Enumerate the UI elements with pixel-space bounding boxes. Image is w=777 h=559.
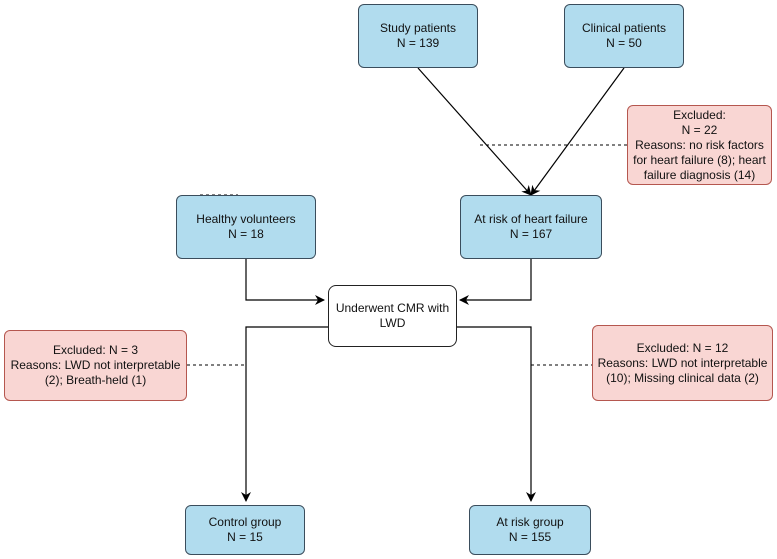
healthy-volunteers-box: Healthy volunteers N = 18 <box>176 195 316 259</box>
clinical-patients-box: Clinical patients N = 50 <box>564 4 684 68</box>
arrow-at-risk-to-cmr <box>459 259 532 305</box>
control-group-count: N = 15 <box>227 530 263 544</box>
control-group-box: Control group N = 15 <box>185 505 305 555</box>
excluded-right-box: Excluded: N = 12 Reasons: LWD not interp… <box>592 325 773 401</box>
arrow-cmr-to-at-risk-group <box>457 326 536 502</box>
excluded-top-box: Excluded: N = 22 Reasons: no risk factor… <box>627 105 772 185</box>
clinical-patients-label: Clinical patients <box>581 21 667 35</box>
excluded-top-line-5: failure diagnosis (14) <box>643 167 756 182</box>
cmr-box: Underwent CMR with LWD <box>328 285 457 347</box>
excluded-right-line-2: Reasons: LWD not interpretable <box>597 355 768 370</box>
arrow-clinical-to-at-risk <box>530 67 625 196</box>
at-risk-hf-label: At risk of heart failure <box>474 212 588 226</box>
excluded-left-box: Excluded: N = 3 Reasons: LWD not interpr… <box>4 330 187 401</box>
excluded-top-line-3: Reasons: no risk factors <box>635 137 764 152</box>
excluded-left-line-1: Excluded: N = 3 <box>52 343 139 357</box>
healthy-volunteers-count: N = 18 <box>228 227 264 241</box>
excluded-top-line-2: N = 22 <box>681 122 718 137</box>
at-risk-hf-box: At risk of heart failure N = 167 <box>460 195 602 259</box>
study-patients-count: N = 139 <box>396 36 440 50</box>
healthy-volunteers-label: Healthy volunteers <box>196 212 296 226</box>
at-risk-hf-count: N = 167 <box>509 227 553 241</box>
cmr-label-line-2: LWD <box>379 316 406 330</box>
arrow-study-to-at-risk <box>417 67 532 196</box>
clinical-patients-count: N = 50 <box>606 36 642 50</box>
excluded-top-line-1: Excluded: <box>673 107 726 122</box>
excluded-left-line-3: (2); Breath-held (1) <box>44 373 147 387</box>
cmr-label-line-1: Underwent CMR with <box>335 301 450 315</box>
arrow-cmr-to-control <box>241 326 328 502</box>
control-group-label: Control group <box>208 515 282 529</box>
study-patients-label: Study patients <box>379 21 457 35</box>
excluded-right-line-3: (10); Missing clinical data (2) <box>606 370 759 385</box>
at-risk-group-box: At risk group N = 155 <box>469 505 591 555</box>
at-risk-group-label: At risk group <box>496 515 564 529</box>
excluded-top-line-4: for heart failure (8); heart <box>633 152 766 167</box>
study-patients-box: Study patients N = 139 <box>358 4 478 68</box>
arrow-healthy-to-cmr <box>245 259 325 305</box>
excluded-left-line-2: Reasons: LWD not interpretable <box>10 358 181 372</box>
excluded-right-line-1: Excluded: N = 12 <box>636 340 729 355</box>
at-risk-group-count: N = 155 <box>508 530 552 544</box>
